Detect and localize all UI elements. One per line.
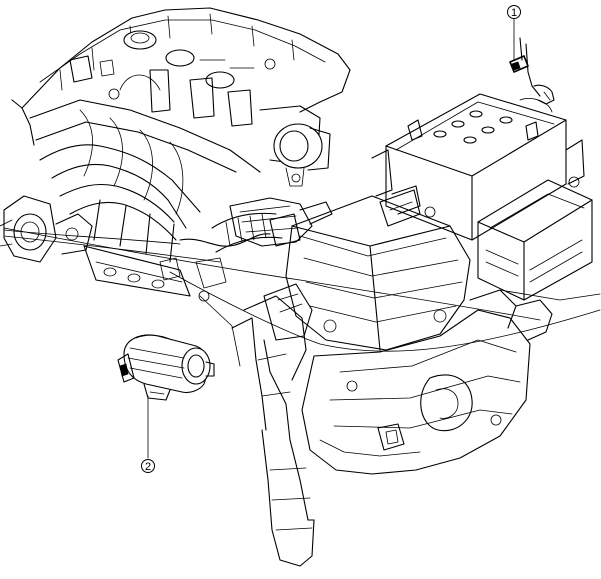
callout-2-label: 2 bbox=[145, 461, 151, 473]
engine-outline-lines bbox=[3, 227, 601, 367]
callout-2: 2 bbox=[141, 395, 155, 473]
starter-motor bbox=[117, 334, 215, 401]
battery bbox=[371, 93, 585, 241]
throttle-body bbox=[273, 123, 331, 187]
intake-air-duct bbox=[211, 212, 301, 253]
callout-1-label: 1 bbox=[511, 7, 517, 19]
transaxle bbox=[301, 289, 553, 475]
cylinder-head-cover bbox=[11, 7, 351, 165]
resonator-duct bbox=[231, 295, 315, 567]
intake-manifold bbox=[29, 99, 261, 297]
fuse-box bbox=[477, 179, 593, 301]
alternator bbox=[0, 195, 93, 263]
air-cleaner bbox=[263, 189, 471, 351]
callout-1: 1 bbox=[507, 5, 521, 61]
battery-cable-terminal bbox=[509, 37, 555, 105]
wiring-harness bbox=[3, 197, 333, 302]
